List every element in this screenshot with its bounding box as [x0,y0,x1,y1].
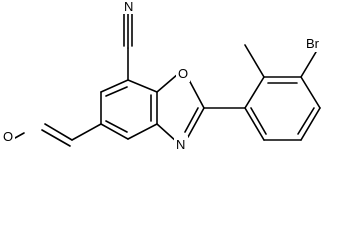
bond-c2-n3 [187,107,205,138]
bond-methyl [244,44,265,78]
bond-cho-o [44,123,73,141]
bond-n3-c3a [156,123,178,143]
bond-aryl-c4-c5-inner [297,107,315,135]
bond-c7-c7a [127,79,158,93]
bond-c6-c7-inner [105,86,128,97]
atom-labels: O N O N Br [1,0,328,152]
formyl-oxygen-label: O [3,129,13,144]
bond-c7a-o1 [156,73,179,93]
bond-c2-n3-inner [184,107,199,133]
chemical-structure: O N O N Br [1,0,328,152]
oxazole-oxygen-label: O [178,66,188,81]
bond-bromo [300,51,317,78]
bond-c5-cho [71,123,102,141]
bond-aryl-c4-c5 [300,107,321,141]
bonds [14,9,321,147]
bond-cho-o-double [41,129,71,147]
bond-aryl-c1-c2 [244,76,265,109]
nitrile-nitrogen-label: N [124,0,133,14]
bond-c6-c7 [100,79,129,93]
bond-aryl-c3-c4 [300,76,321,109]
bond-o-tail [14,132,25,139]
bond-c4-c5-inner [105,120,128,133]
bond-c4-c5 [100,123,129,140]
bond-o1-c2 [187,77,205,109]
bond-c3a-c4 [127,123,158,140]
bromine-label: Br [306,36,320,51]
bond-aryl-c6-c1-inner [250,107,267,135]
bond-aryl-c6-c1 [244,107,265,141]
oxazole-nitrogen-label: N [176,137,185,152]
